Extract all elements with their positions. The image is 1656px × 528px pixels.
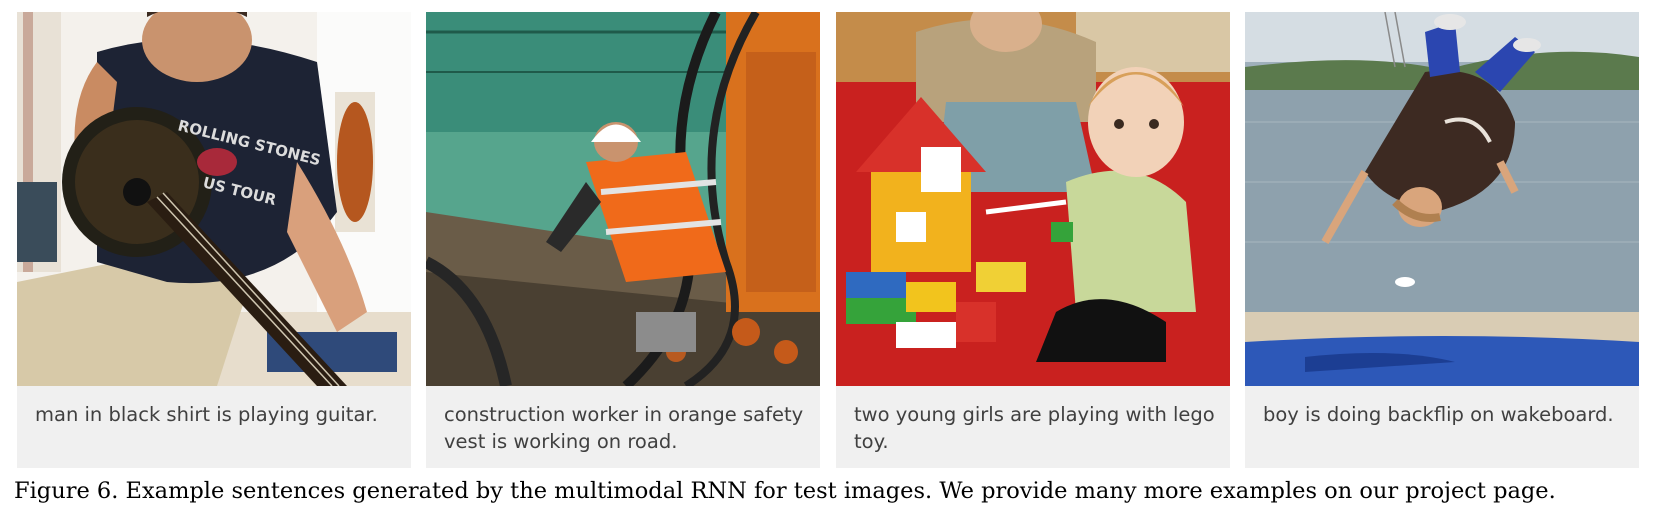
backflip-photo-illustration: [1245, 12, 1639, 386]
guitar-photo-illustration: ROLLING STONES US TOUR: [17, 12, 411, 386]
photo-man-playing-guitar: ROLLING STONES US TOUR: [17, 12, 411, 386]
example-panel-construction: construction worker in orange safety ves…: [426, 12, 820, 468]
caption-box-guitar: man in black shirt is playing guitar.: [17, 386, 411, 468]
example-panel-lego: two young girls are playing with lego to…: [836, 12, 1230, 468]
caption-backflip: boy is doing backflip on wakeboard.: [1263, 403, 1614, 426]
caption-box-backflip: boy is doing backflip on wakeboard.: [1245, 386, 1639, 468]
photo-construction-worker: [426, 12, 820, 386]
photo-children-with-lego: [836, 12, 1230, 386]
caption-guitar: man in black shirt is playing guitar.: [35, 403, 378, 426]
caption-box-construction: construction worker in orange safety ves…: [426, 386, 820, 468]
example-panel-guitar: ROLLING STONES US TOUR man in black shir…: [17, 12, 411, 468]
caption-box-lego: two young girls are playing with lego to…: [836, 386, 1230, 468]
construction-photo-illustration: [426, 12, 820, 386]
figure-caption: Figure 6. Example sentences generated by…: [14, 478, 1556, 504]
example-panel-backflip: boy is doing backflip on wakeboard.: [1245, 12, 1639, 468]
lego-photo-illustration: [836, 12, 1230, 386]
caption-lego: two young girls are playing with lego to…: [854, 403, 1215, 453]
caption-construction: construction worker in orange safety ves…: [444, 403, 804, 453]
photo-boy-backflip: [1245, 12, 1639, 386]
